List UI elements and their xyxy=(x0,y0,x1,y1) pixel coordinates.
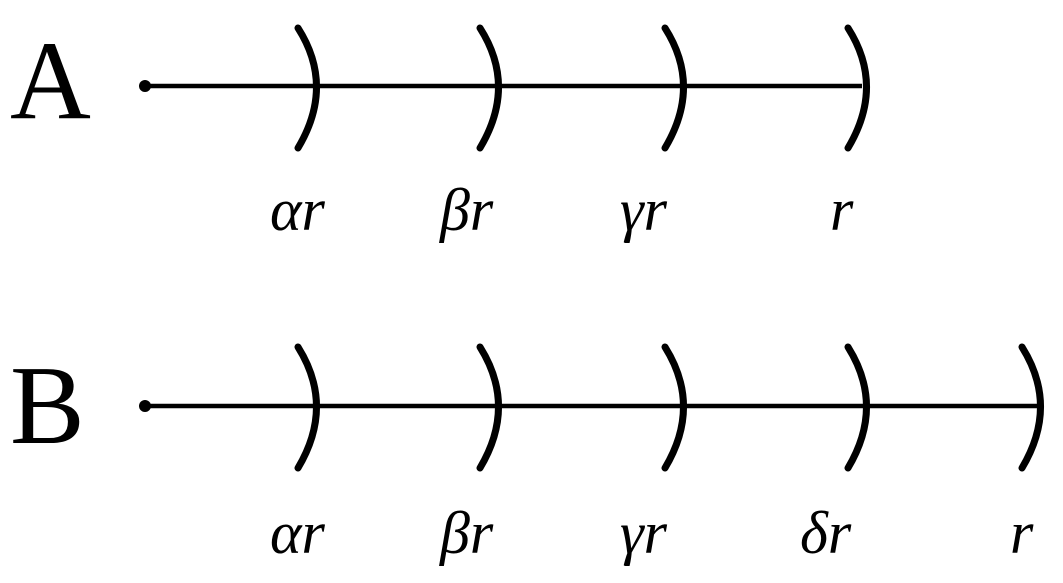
row-a-arc-1 xyxy=(294,24,320,152)
row-a-arc-4-label: r xyxy=(830,177,854,243)
row-a-arc-3-label: γr xyxy=(620,177,668,243)
row-a-arc-2-label: βr xyxy=(439,177,494,243)
row-a-arc-4 xyxy=(844,24,870,152)
row-b-arc-3-label: γr xyxy=(620,500,668,566)
row-a-letter: A xyxy=(10,19,91,143)
row-b-arc-5-label: r xyxy=(1010,500,1034,566)
row-b-arc-1 xyxy=(294,343,320,472)
row-a-arc-3 xyxy=(661,24,687,152)
row-b-arc-2-label: βr xyxy=(439,500,494,566)
row-b-letter: B xyxy=(10,344,85,468)
row-b-arc-2 xyxy=(476,343,502,472)
row-b-arc-4 xyxy=(844,343,870,472)
row-b: B αr βr γr δr r xyxy=(10,343,1044,566)
row-b-arc-3 xyxy=(661,343,687,472)
row-b-arc-1-label: αr xyxy=(270,500,325,566)
row-b-arc-4-label: δr xyxy=(800,500,852,566)
row-a-arc-2 xyxy=(476,24,502,152)
row-b-arc-5 xyxy=(1018,343,1044,472)
row-a: A αr βr γr r xyxy=(10,19,870,243)
row-a-arc-1-label: αr xyxy=(270,177,325,243)
